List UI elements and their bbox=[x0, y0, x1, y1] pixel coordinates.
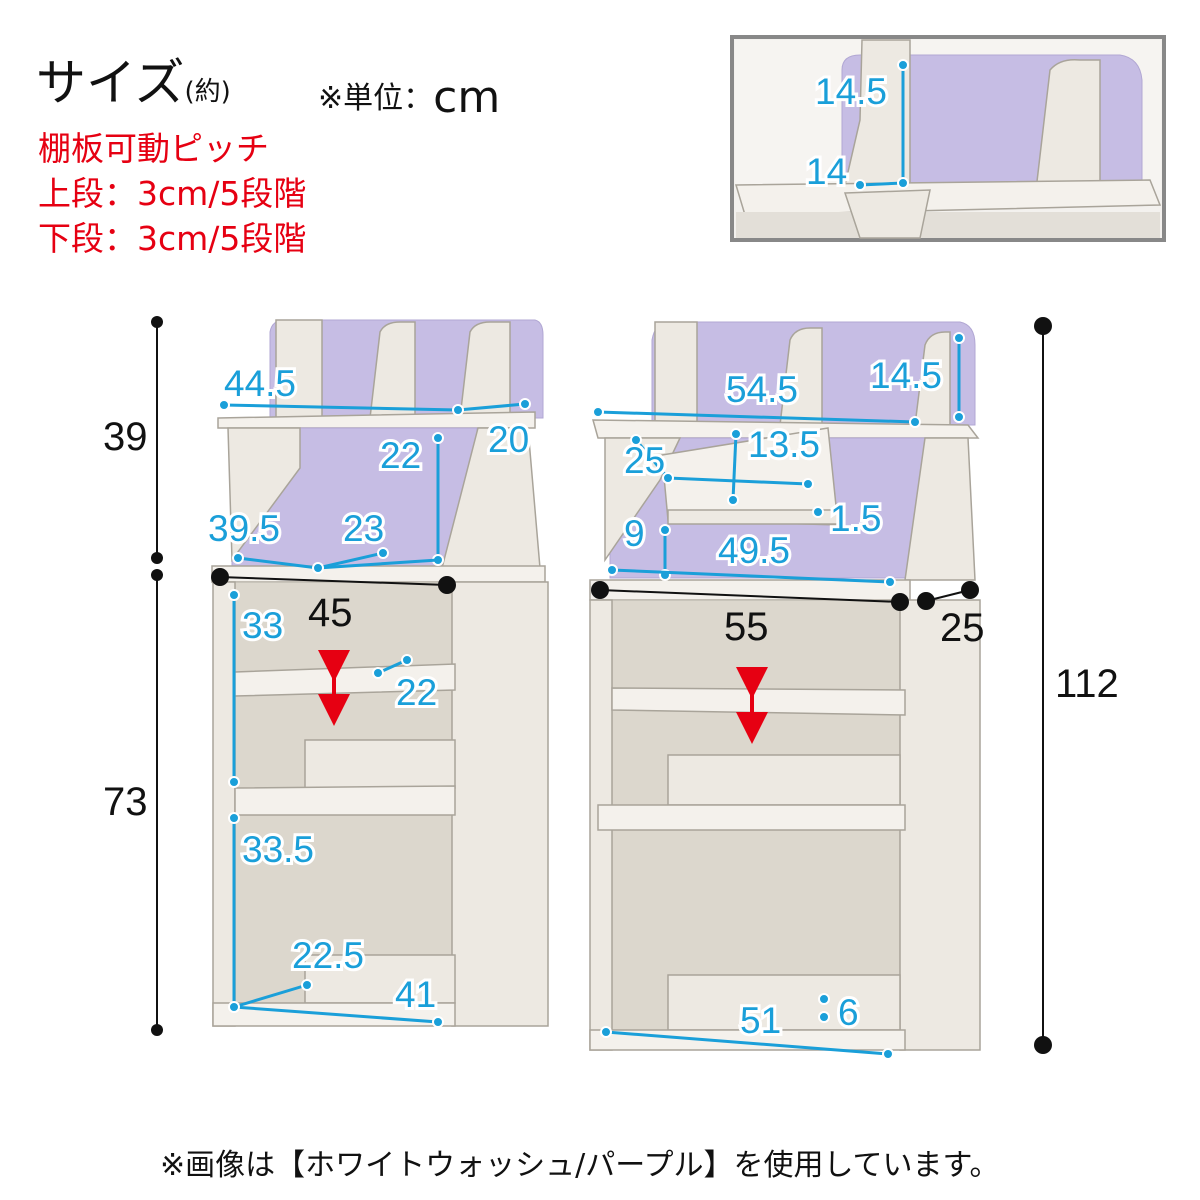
left-unit-illustration bbox=[211, 319, 549, 1027]
right-divider-height: 14.5 bbox=[870, 355, 942, 396]
inset-divider-depth: 14 bbox=[806, 151, 847, 192]
unit-prefix: ※単位： bbox=[318, 81, 434, 116]
footer-note: ※画像は【ホワイトウォッシュ/パープル】を使用しています。 bbox=[160, 1148, 1000, 1183]
right-board-height: 25 bbox=[624, 440, 665, 481]
shelf-pitch-upper: 上段：3cm/5段階 bbox=[38, 174, 307, 213]
right-depth: 25 bbox=[940, 606, 985, 650]
left-hutch-inner-width: 39.5 bbox=[208, 508, 280, 549]
right-blue-dimensions: 54.5 14.5 25 13.5 1.5 9 49.5 51 6 bbox=[592, 332, 965, 1060]
page-title: サイズ(約) bbox=[36, 58, 231, 108]
right-total-height-dimension: 112 bbox=[1034, 317, 1119, 1054]
shelf-pitch-lower: 下段：3cm/5段階 bbox=[38, 219, 307, 258]
left-bottom-width: 41 bbox=[395, 974, 436, 1015]
right-bottom-width: 51 bbox=[740, 1000, 781, 1041]
shelf-pitch-heading: 棚板可動ピッチ bbox=[38, 129, 269, 168]
right-bottom-lip: 6 bbox=[838, 992, 859, 1033]
inset-divider-height: 14.5 bbox=[815, 71, 887, 112]
title-note: (約) bbox=[184, 77, 231, 107]
left-lower-space-height: 33.5 bbox=[242, 829, 314, 870]
left-bottom-depth: 22.5 bbox=[292, 935, 364, 976]
right-top-width: 54.5 bbox=[726, 369, 798, 410]
left-top-width: 44.5 bbox=[224, 363, 296, 404]
left-hutch-inner-depth: 23 bbox=[343, 508, 384, 549]
right-width: 55 bbox=[724, 605, 769, 649]
left-height-dimensions: 39 73 bbox=[103, 316, 163, 1036]
right-board-lip: 1.5 bbox=[830, 498, 881, 539]
left-bottom-height: 73 bbox=[103, 780, 148, 824]
left-blue-dimensions: 44.5 20 22 39.5 23 33 22 33.5 22.5 41 bbox=[205, 360, 532, 1028]
left-width-dimension: 45 bbox=[211, 568, 456, 635]
right-unit-illustration bbox=[589, 321, 981, 1051]
right-board-width: 13.5 bbox=[748, 424, 820, 465]
unit-value: cm bbox=[433, 72, 501, 123]
left-hutch-inner-height: 22 bbox=[380, 435, 421, 476]
right-total-height: 112 bbox=[1055, 662, 1119, 706]
left-top-depth: 20 bbox=[488, 419, 529, 460]
title-text: サイズ bbox=[36, 54, 185, 112]
right-hutch-inner-height: 9 bbox=[624, 513, 645, 554]
inset-photo: 14.5 14 bbox=[730, 35, 1166, 242]
left-upper-space-height: 33 bbox=[242, 605, 283, 646]
unit-label: ※単位：cm bbox=[318, 72, 500, 123]
left-shelf-depth: 22 bbox=[396, 672, 437, 713]
right-width-depth-dimensions: 55 25 bbox=[591, 581, 985, 650]
left-top-height: 39 bbox=[103, 415, 148, 459]
left-width: 45 bbox=[308, 591, 353, 635]
right-hutch-inner-width: 49.5 bbox=[718, 530, 790, 571]
